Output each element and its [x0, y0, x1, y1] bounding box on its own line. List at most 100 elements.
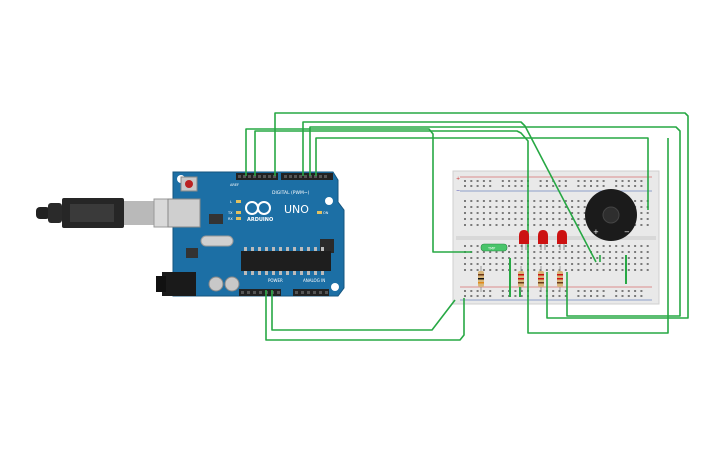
- breadboard-hole: [520, 180, 523, 182]
- breadboard-hole: [627, 251, 630, 253]
- breadboard-hole: [464, 295, 466, 297]
- breadboard-hole: [476, 290, 479, 292]
- breadboard-hole: [482, 180, 485, 182]
- breadboard-hole: [470, 218, 473, 220]
- breadboard-hole: [545, 245, 548, 247]
- breadboard-hole: [514, 245, 517, 247]
- breadboard-hole: [482, 200, 485, 202]
- breadboard-hole: [564, 251, 567, 253]
- breadboard-hole: [564, 295, 567, 297]
- breadboard-hole: [640, 200, 643, 202]
- breadboard-hole: [489, 295, 492, 297]
- power-jack: [162, 272, 196, 296]
- breadboard-hole: [552, 245, 555, 247]
- breadboard-hole: [577, 185, 580, 187]
- breadboard-hole: [533, 251, 536, 253]
- breadboard-hole: [583, 290, 586, 292]
- breadboard-hole: [634, 290, 637, 292]
- analog-label: ANALOG IN: [303, 278, 325, 283]
- breadboard-hole: [564, 200, 567, 202]
- breadboard-hole: [640, 290, 643, 292]
- breadboard-hole: [558, 295, 561, 297]
- atmega-chip: [241, 251, 331, 271]
- breadboard-hole: [501, 218, 504, 220]
- breadboard-hole: [646, 212, 649, 214]
- breadboard-hole: [571, 263, 574, 265]
- breadboard-hole: [464, 185, 466, 187]
- breadboard-hole: [596, 257, 599, 259]
- breadboard-hole: [615, 257, 618, 259]
- breadboard-hole: [602, 269, 605, 271]
- breadboard-hole: [640, 251, 643, 253]
- breadboard-hole: [571, 206, 574, 208]
- breadboard-hole: [608, 251, 611, 253]
- breadboard-hole: [501, 185, 504, 187]
- breadboard-hole: [501, 269, 504, 271]
- breadboard-hole: [634, 263, 637, 265]
- breadboard-hole: [501, 263, 504, 265]
- breadboard-hole: [533, 263, 536, 265]
- breadboard-hole: [564, 185, 567, 187]
- breadboard-hole: [514, 206, 517, 208]
- breadboard-hole: [470, 180, 473, 182]
- breadboard-hole: [590, 269, 592, 271]
- breadboard-hole: [489, 224, 492, 226]
- breadboard-hole: [482, 218, 485, 220]
- on-label: ON: [323, 211, 329, 215]
- breadboard-hole: [489, 263, 492, 265]
- breadboard-hole: [489, 290, 492, 292]
- breadboard-hole: [558, 180, 561, 182]
- breadboard-hole: [646, 257, 649, 259]
- breadboard-hole: [520, 251, 523, 253]
- breadboard-hole: [539, 200, 542, 202]
- wire: [309, 126, 681, 317]
- breadboard-hole: [640, 224, 643, 226]
- breadboard-hole: [501, 212, 504, 214]
- capacitor: [224, 276, 240, 292]
- breadboard-hole: [634, 295, 637, 297]
- breadboard-hole: [627, 185, 630, 187]
- breadboard-hole: [464, 290, 466, 292]
- breadboard-hole: [621, 257, 624, 259]
- breadboard-hole: [482, 206, 485, 208]
- breadboard-hole: [571, 212, 574, 214]
- breadboard-hole: [583, 224, 586, 226]
- breadboard-hole: [545, 218, 548, 220]
- digital-label: DIGITAL (PWM~): [272, 190, 310, 196]
- breadboard-hole: [602, 245, 605, 247]
- breadboard-hole: [495, 212, 498, 214]
- breadboard-hole: [514, 251, 517, 253]
- breadboard-hole: [476, 269, 479, 271]
- breadboard-hole: [640, 257, 643, 259]
- breadboard-hole: [627, 263, 630, 265]
- breadboard-hole: [571, 251, 574, 253]
- breadboard-hole: [583, 212, 586, 214]
- breadboard-hole: [640, 269, 643, 271]
- breadboard-hole: [470, 290, 473, 292]
- breadboard-hole: [634, 180, 637, 182]
- breadboard-hole: [489, 251, 492, 253]
- breadboard-hole: [558, 206, 561, 208]
- breadboard-hole: [577, 245, 580, 247]
- breadboard-hole: [615, 185, 618, 187]
- breadboard-hole: [564, 206, 567, 208]
- breadboard-hole: [520, 224, 523, 226]
- usb-cable: [36, 198, 183, 228]
- breadboard-hole: [482, 257, 485, 259]
- breadboard-hole: [608, 257, 611, 259]
- breadboard-hole: [634, 224, 637, 226]
- breadboard-hole: [552, 218, 555, 220]
- breadboard-hole: [476, 185, 479, 187]
- breadboard-hole: [640, 295, 643, 297]
- breadboard-hole: [621, 295, 624, 297]
- breadboard-hole: [646, 251, 649, 253]
- breadboard-hole: [508, 218, 511, 220]
- breadboard-hole: [627, 180, 630, 182]
- breadboard-hole: [640, 212, 643, 214]
- breadboard-hole: [539, 206, 542, 208]
- breadboard-hole: [615, 263, 618, 265]
- breadboard-hole: [615, 295, 618, 297]
- breadboard-hole: [602, 290, 605, 292]
- wire: [265, 290, 465, 341]
- breadboard-hole: [646, 245, 649, 247]
